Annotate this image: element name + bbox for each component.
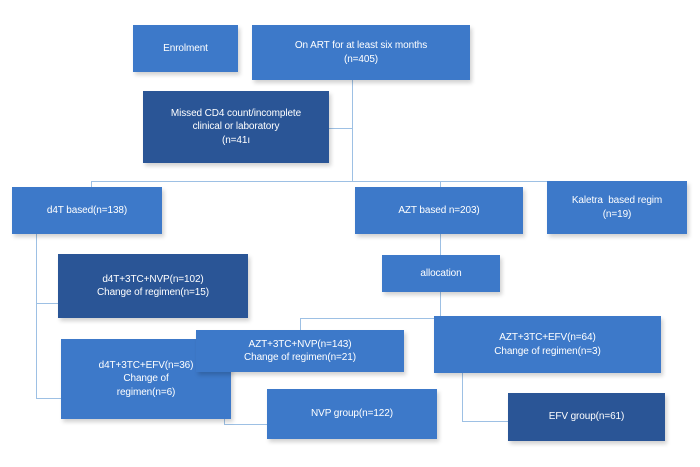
- node-allocation[interactable]: allocation: [382, 255, 500, 292]
- node-nvp-group[interactable]: NVP group(n=122): [267, 389, 437, 439]
- node-azt-efv-line-1: Change of regimen(n=3): [494, 345, 601, 357]
- connector-d4t-trunk: [36, 234, 37, 398]
- node-nvp-group-line-0: NVP group(n=122): [311, 408, 393, 420]
- node-efv-group[interactable]: EFV group(n=61): [508, 393, 665, 441]
- connector-onart-to-excluded: [328, 128, 353, 129]
- connector-onart-trunk: [352, 80, 353, 181]
- node-kaletra-based-line-1: (n=19): [602, 208, 632, 220]
- node-efv-group-line-0: EFV group(n=61): [548, 411, 625, 423]
- node-azt-nvp[interactable]: AZT+3TC+NVP(n=143) Change of regimen(n=2…: [196, 330, 404, 372]
- node-on-art[interactable]: On ART for at least six months (n=405): [252, 25, 470, 80]
- connector-d4t-to-efv: [36, 398, 61, 399]
- connector-d4t-to-nvp: [36, 303, 58, 304]
- node-azt-based-line-0: AZT based n=203): [398, 204, 480, 216]
- node-d4t-based[interactable]: d4T based(n=138): [12, 187, 162, 234]
- node-kaletra-based[interactable]: Kaletra based regim (n=19): [547, 181, 687, 234]
- node-azt-efv[interactable]: AZT+3TC+EFV(n=64) Change of regimen(n=3): [434, 316, 661, 373]
- connector-split-bar-row3: [91, 181, 647, 182]
- node-d4t-nvp[interactable]: d4T+3TC+NVP(n=102) Change of regimen(n=1…: [58, 254, 248, 318]
- connector-aztefv-trunk: [462, 373, 463, 421]
- node-on-art-line-1: (n=405): [343, 53, 379, 65]
- node-excluded-line-1: clinical or laboratory: [192, 121, 280, 133]
- connector-aztefv-to-efvgroup: [462, 421, 508, 422]
- node-d4t-nvp-line-0: d4T+3TC+NVP(n=102): [102, 273, 204, 285]
- node-d4t-nvp-line-1: Change of regimen(n=15): [97, 287, 209, 298]
- node-d4t-efv-line-0: d4T+3TC+EFV(n=36): [98, 359, 194, 371]
- node-azt-nvp-line-1: Change of regimen(n=21): [244, 352, 356, 363]
- node-azt-based[interactable]: AZT based n=203): [355, 187, 523, 234]
- node-d4t-based-line-0: d4T based(n=138): [46, 204, 128, 216]
- node-on-art-line-0: On ART for at least six months: [294, 40, 428, 51]
- node-excluded-line-0: Missed CD4 count/incomplete: [170, 107, 302, 119]
- node-azt-efv-line-0: AZT+3TC+EFV(n=64): [499, 332, 596, 343]
- node-enrolment[interactable]: Enrolment: [133, 25, 238, 72]
- node-d4t-efv-line-2: regimen(n=6): [116, 386, 176, 398]
- connector-allocation-trunk: [440, 292, 441, 318]
- node-allocation-line-0: allocation: [420, 267, 462, 279]
- node-excluded[interactable]: Missed CD4 count/incomplete clinical or …: [143, 91, 329, 163]
- node-d4t-efv-line-1: Change of: [123, 373, 169, 385]
- node-excluded-line-2: (n=41ı: [221, 134, 251, 146]
- node-azt-nvp-line-0: AZT+3TC+NVP(n=143): [248, 338, 352, 350]
- node-enrolment-line-0: Enrolment: [163, 42, 208, 54]
- connector-drop-azt-nvp: [300, 318, 301, 330]
- connector-azt-to-allocation: [440, 234, 441, 255]
- node-kaletra-based-line-0: Kaletra based regim: [571, 195, 663, 206]
- connector-aztnvp-to-nvpgroup: [224, 424, 267, 425]
